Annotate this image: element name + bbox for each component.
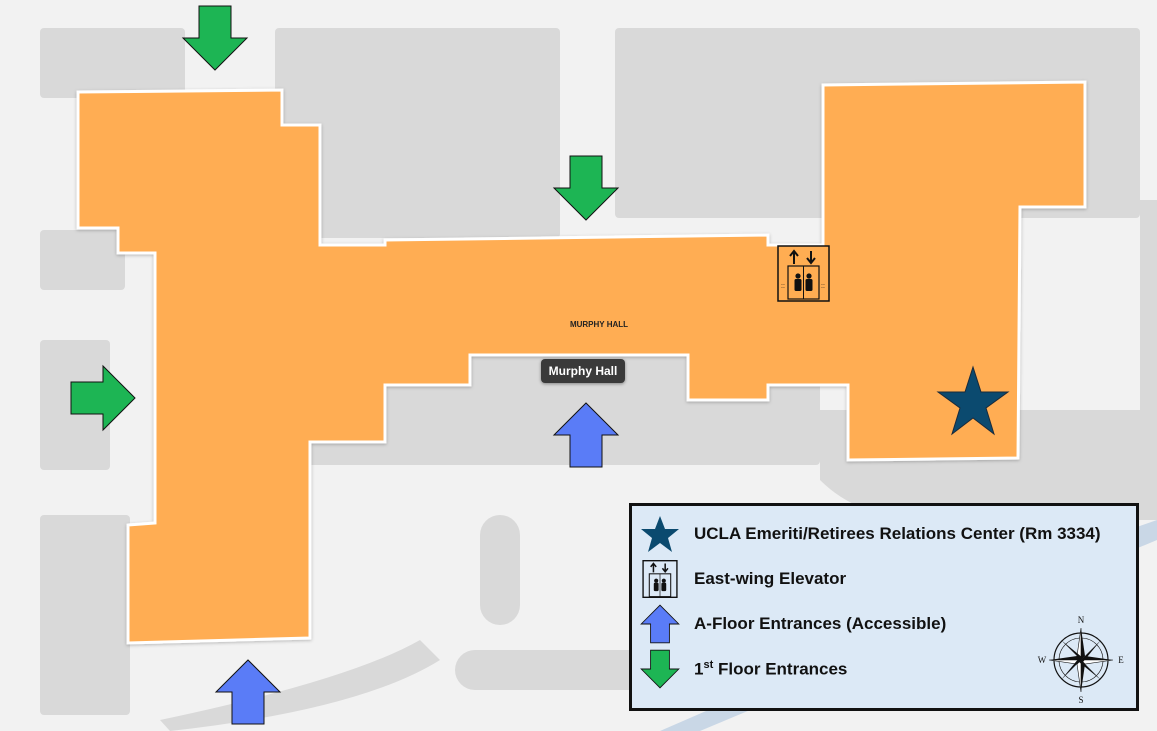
star-marker-icon[interactable] [936,365,1010,436]
svg-text:::: :: [781,283,785,290]
elevator-icon[interactable]: :: :: [777,245,830,302]
blue-arrow-up-icon [640,604,680,644]
green-arrow-down-icon[interactable] [553,155,619,221]
legend-item-star: UCLA Emeriti/Retirees Relations Center (… [638,514,1101,554]
green-arrow-down-icon [640,649,680,689]
legend-label-green-arrow: 1st Floor Entrances [694,658,848,679]
surrounding-blocks [40,28,1157,731]
compass-s: S [1078,695,1083,704]
star-icon [641,516,679,552]
legend-item-blue-arrow: A-Floor Entrances (Accessible) [638,604,946,644]
legend-label-blue-arrow: A-Floor Entrances (Accessible) [694,614,947,633]
green-arrow-down-icon[interactable] [182,5,248,71]
map-legend: UCLA Emeriti/Retirees Relations Center (… [629,503,1139,711]
compass-w: W [1038,655,1047,665]
murphy-hall-building[interactable] [76,80,1087,645]
elevator-icon [642,560,678,598]
building-tooltip: Murphy Hall [541,359,625,383]
legend-label-star: UCLA Emeriti/Retirees Relations Center (… [694,524,1101,543]
compass-e: E [1118,655,1124,665]
compass-n: N [1078,615,1085,625]
legend-label-elevator: East-wing Elevator [694,569,847,588]
svg-text:::: :: [821,283,825,290]
legend-item-elevator: East-wing Elevator [638,559,846,599]
compass-rose-icon: N S W E [1038,615,1125,704]
building-label: MURPHY HALL [570,320,628,329]
legend-item-green-arrow: 1st Floor Entrances [638,649,847,689]
